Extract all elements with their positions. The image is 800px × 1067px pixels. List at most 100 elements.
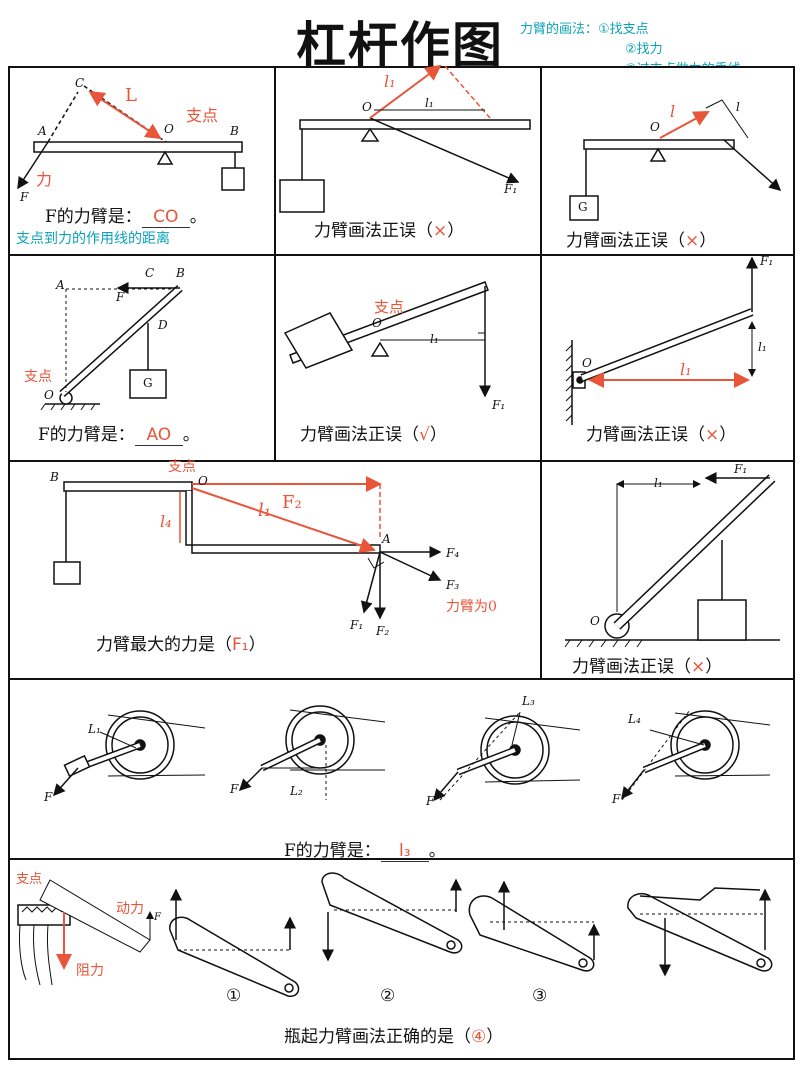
panel-3-caption: 力臂画法正误（×） bbox=[566, 226, 716, 251]
panel-7-caption: 力臂最大的力是（F₁） bbox=[96, 630, 266, 655]
caption-close: ） bbox=[429, 425, 447, 445]
panel-8-caption: 力臂画法正误（×） bbox=[572, 652, 722, 677]
panel-4-caption: F的力臂是：AO。 bbox=[38, 420, 200, 446]
answer-mark: × bbox=[705, 425, 720, 445]
label-O: O bbox=[198, 474, 208, 488]
label-fulcrum: 支点 bbox=[168, 459, 196, 475]
label-O: O bbox=[372, 316, 382, 330]
caption-close: ） bbox=[719, 425, 737, 445]
label-O: O bbox=[650, 120, 660, 134]
label-l: l bbox=[736, 100, 740, 114]
label-l1: l₁ bbox=[384, 72, 396, 91]
caption-text: 力臂画法正误（ bbox=[566, 231, 685, 251]
panel-10-diagram bbox=[17, 872, 773, 997]
bottle-opener-2 bbox=[321, 872, 463, 962]
label-F-4: F bbox=[612, 792, 621, 806]
label-l1: l₁ bbox=[758, 340, 767, 354]
panel-7-diagram bbox=[53, 476, 442, 620]
label-F2: F₂ bbox=[376, 624, 390, 638]
panel-5-caption: 力臂画法正误（√） bbox=[300, 420, 447, 445]
panel-9-caption: F的力臂是：l₃。 bbox=[284, 836, 446, 862]
answer-mark: F₁ bbox=[232, 635, 249, 655]
label-zero-arm: 力臂为0 bbox=[446, 599, 497, 615]
caption-close: ） bbox=[705, 657, 723, 677]
answer-mark: ④ bbox=[471, 1027, 487, 1047]
wheel-diagram-2 bbox=[238, 705, 386, 800]
label-F1: F₁ bbox=[350, 618, 364, 632]
method-step-2: ②找力 bbox=[625, 42, 663, 57]
caption-close: ） bbox=[699, 231, 717, 251]
caption-prefix: F的力臂是： bbox=[45, 207, 142, 227]
label-C: C bbox=[145, 266, 155, 280]
label-C: C bbox=[75, 76, 85, 90]
wheel-diagram-4 bbox=[621, 709, 771, 801]
label-fulcrum: 支点 bbox=[16, 872, 43, 887]
panel-2-diagram bbox=[279, 64, 531, 213]
bottle-opener-photo bbox=[17, 879, 154, 986]
label-l1-b: l₁ bbox=[425, 96, 434, 110]
caption-prefix: F的力臂是： bbox=[284, 841, 381, 861]
label-effort: 动力 bbox=[116, 901, 144, 917]
panel-6-diagram bbox=[565, 256, 758, 425]
label-F: F bbox=[20, 190, 29, 204]
answer-mark: × bbox=[685, 231, 700, 251]
label-F-3: F bbox=[426, 794, 435, 808]
panel-8-diagram bbox=[564, 472, 780, 648]
label-L2: L₂ bbox=[290, 784, 303, 798]
label-fulcrum: 支点 bbox=[186, 106, 219, 125]
bottle-opener-3 bbox=[468, 880, 600, 972]
label-F-1: F bbox=[44, 790, 53, 804]
label-l1: l₁ bbox=[430, 332, 439, 346]
label-G: G bbox=[143, 376, 153, 390]
panel-3-diagram bbox=[569, 99, 782, 221]
panel-9-diagram bbox=[53, 705, 771, 802]
method-heading: 力臂的画法：①找支点 bbox=[520, 22, 649, 37]
panel-4-diagram bbox=[40, 282, 183, 411]
panel-5-diagram bbox=[283, 281, 491, 398]
option-1: ① bbox=[226, 986, 242, 1006]
label-l1-red: l₁ bbox=[680, 360, 692, 379]
label-O: O bbox=[590, 614, 600, 628]
label-D: D bbox=[158, 318, 168, 332]
caption-text: 力臂画法正误（ bbox=[314, 221, 433, 241]
panel-1-diagram bbox=[17, 85, 245, 191]
label-O: O bbox=[582, 356, 592, 370]
panel-3 bbox=[540, 66, 795, 256]
label-F4: F₄ bbox=[446, 546, 460, 560]
bottle-opener-1 bbox=[169, 888, 300, 997]
label-l1: l₁ bbox=[654, 476, 663, 490]
wheel-diagram-1 bbox=[53, 710, 206, 797]
label-l-red: l bbox=[670, 102, 676, 121]
caption-text: 瓶起力臂画法正确的是（ bbox=[284, 1027, 471, 1047]
caption-suffix: 。 bbox=[182, 425, 200, 445]
answer-mark: √ bbox=[419, 425, 430, 445]
label-L3: L₃ bbox=[522, 694, 535, 708]
caption-text: 力臂画法正误（ bbox=[586, 425, 705, 445]
label-L: L bbox=[125, 85, 137, 106]
label-l1: l₁ bbox=[258, 500, 271, 521]
label-A: A bbox=[382, 532, 391, 546]
option-3: ③ bbox=[532, 986, 548, 1006]
panel-1-caption: F的力臂是：CO。 bbox=[45, 202, 207, 228]
label-O: O bbox=[44, 388, 54, 402]
caption-text: 力臂画法正误（ bbox=[300, 425, 419, 445]
option-2: ② bbox=[380, 986, 396, 1006]
caption-suffix: 。 bbox=[428, 841, 446, 861]
caption-close: ） bbox=[447, 221, 465, 241]
label-O: O bbox=[164, 122, 174, 136]
label-force: 力 bbox=[36, 170, 53, 189]
label-fulcrum: 支点 bbox=[374, 298, 405, 316]
panel-6-caption: 力臂画法正误（×） bbox=[586, 420, 736, 445]
label-L1: L₁ bbox=[88, 722, 101, 736]
caption-text: 力臂画法正误（ bbox=[572, 657, 691, 677]
label-resistance: 阻力 bbox=[76, 963, 104, 979]
label-B: B bbox=[230, 124, 239, 138]
answer-mark: × bbox=[691, 657, 706, 677]
panel-10-caption: 瓶起力臂画法正确的是（④） bbox=[284, 1022, 503, 1047]
label-F2-red: F₂ bbox=[282, 492, 302, 513]
panel-1-note: 支点到力的作用线的距离 bbox=[16, 231, 170, 247]
caption-text: 力臂最大的力是（ bbox=[96, 635, 232, 655]
bottle-opener-4 bbox=[627, 887, 773, 977]
caption-suffix: 。 bbox=[189, 207, 207, 227]
